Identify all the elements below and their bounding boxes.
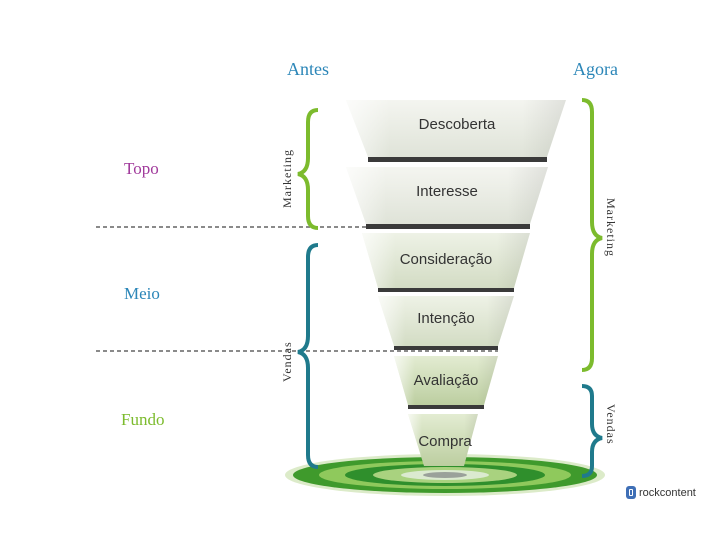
header-before: Antes — [287, 59, 329, 79]
left-marketing-bracket — [297, 108, 319, 230]
brand-name: rockcontent — [639, 486, 696, 499]
left-sales-bracket — [297, 243, 319, 469]
stage-label: Interesse — [416, 183, 478, 200]
funnel-stage: Intenção — [378, 296, 514, 350]
stage-label: Intenção — [417, 310, 475, 327]
right-sales-bracket — [581, 384, 603, 478]
stage-label: Descoberta — [419, 116, 496, 133]
target-base — [285, 454, 605, 496]
stage-label: Compra — [418, 433, 472, 450]
funnel-stage: Compra — [408, 414, 478, 466]
rockcontent-logo-icon — [626, 486, 636, 499]
funnel-stage: Consideração — [362, 233, 530, 292]
funnel-stage: Descoberta — [346, 100, 566, 162]
funnel-stage: Avaliação — [394, 356, 498, 409]
brand-logo: rockcontent — [626, 486, 696, 499]
header-now: Agora — [573, 59, 618, 79]
right-marketing-bracket — [581, 98, 603, 372]
stage-label: Consideração — [400, 251, 493, 268]
level-top-label: Topo — [124, 159, 159, 178]
funnel-stage: Interesse — [346, 167, 548, 229]
stage-label: Avaliação — [414, 372, 479, 389]
level-bottom-label: Fundo — [121, 410, 165, 429]
level-middle-label: Meio — [124, 284, 160, 303]
